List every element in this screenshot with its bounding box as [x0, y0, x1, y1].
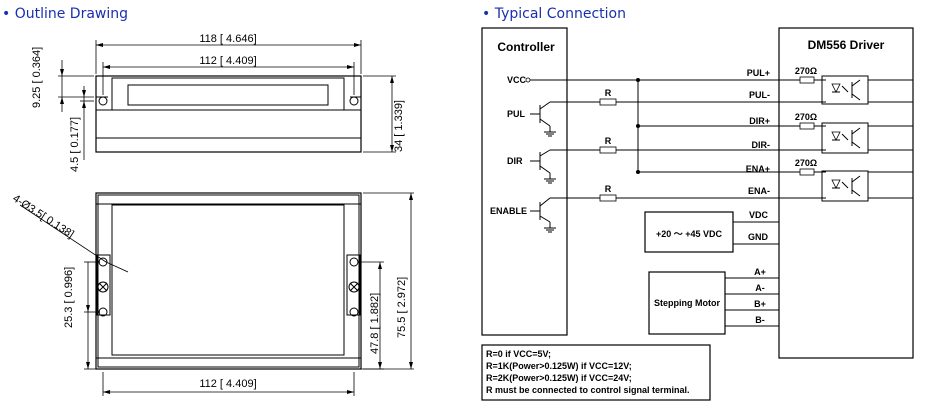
controller-box — [481, 27, 568, 336]
power-supply-box — [644, 211, 734, 253]
pul-label: PUL — [507, 109, 526, 119]
optocoupler-2: 270Ω — [779, 112, 913, 154]
power-supply-label: +20 ～ +45 VDC — [656, 229, 723, 239]
dir-label: DIR — [507, 156, 523, 166]
stepping-motor-label: Stepping Motor — [654, 298, 720, 308]
pin-label: DIR+ — [749, 116, 770, 126]
res-270-label: 270Ω — [795, 158, 817, 168]
motor-pin-label: A- — [755, 283, 765, 293]
resistor-pul — [599, 98, 617, 106]
outline-drawing-title: • Outline Drawing — [2, 6, 129, 22]
resistor-dir — [599, 146, 617, 154]
stepping-motor-box — [648, 271, 726, 335]
pin-label: ENA+ — [746, 164, 770, 174]
dim-right-height: 34 [ 1.339] — [393, 100, 405, 152]
mount-hole — [98, 96, 108, 106]
enable-label: ENABLE — [490, 206, 527, 216]
dim-top-inner: 112 [ 4.409] — [199, 55, 256, 67]
outline-drawing: 118 [ 4.646] 112 [ 4.409] 9.25 [ 0.364] … — [10, 33, 414, 396]
pin-label: PUL+ — [747, 68, 770, 78]
optocoupler-3: 270Ω — [779, 158, 913, 202]
dim-left-small: 9.25 [ 0.364] — [31, 47, 43, 108]
notes-box — [481, 344, 711, 401]
pin-label: PUL- — [749, 90, 770, 100]
pin-label: ENA- — [748, 186, 770, 196]
mount-hole — [349, 307, 359, 317]
dim-left-mid: 4.5 [ 0.177] — [69, 117, 81, 172]
optocoupler-1: 270Ω — [779, 66, 913, 105]
dim-left-hole: 25.3 [ 0.996] — [63, 267, 75, 328]
motor-pin-label: A+ — [754, 267, 766, 277]
gnd-label: GND — [748, 232, 769, 242]
controller-title: Controller — [497, 40, 555, 54]
pin-label: DIR- — [752, 140, 771, 150]
note-line: R=2K(Power>0.125W) if VCC=24V; — [486, 373, 632, 383]
resistor-ena — [599, 194, 617, 202]
mount-hole — [349, 257, 359, 267]
vdc-label: VDC — [749, 210, 769, 220]
resistor-label: R — [605, 88, 612, 98]
vcc-label: VCC — [507, 75, 527, 85]
resistor-label: R — [605, 136, 612, 146]
mount-hole — [349, 96, 359, 106]
resistor-label: R — [605, 184, 612, 194]
dim-bottom-width: 112 [ 4.409] — [199, 378, 256, 390]
note-line: R must be connected to control signal te… — [486, 385, 690, 395]
dim-inner-hole: 47.8 [ 1.882] — [369, 293, 381, 354]
typical-connection-title: • Typical Connection — [482, 6, 626, 22]
res-270-label: 270Ω — [795, 66, 817, 76]
ground-screw-icon — [97, 281, 109, 293]
res-270-label: 270Ω — [795, 112, 817, 122]
dim-total-height: 75.5 [ 2.972] — [396, 277, 408, 338]
ground-screw-icon — [348, 281, 360, 293]
driver-side-body — [95, 75, 362, 153]
driver-box — [778, 27, 914, 359]
note-line: R=0 if VCC=5V; — [486, 349, 551, 359]
driver-title: DM556 Driver — [808, 38, 885, 52]
dim-hole-callout: 4-Ø3.5[ 0.138] — [10, 192, 76, 240]
driver-front-body — [95, 192, 362, 370]
motor-pin-label: B- — [755, 315, 765, 325]
motor-pin-label: B+ — [754, 299, 766, 309]
note-line: R=1K(Power>0.125W) if VCC=12V; — [486, 361, 632, 371]
dim-top-width: 118 [ 4.646] — [199, 33, 256, 45]
typical-connection: Controller DM556 Driver VCC PUL DIR — [481, 27, 914, 401]
